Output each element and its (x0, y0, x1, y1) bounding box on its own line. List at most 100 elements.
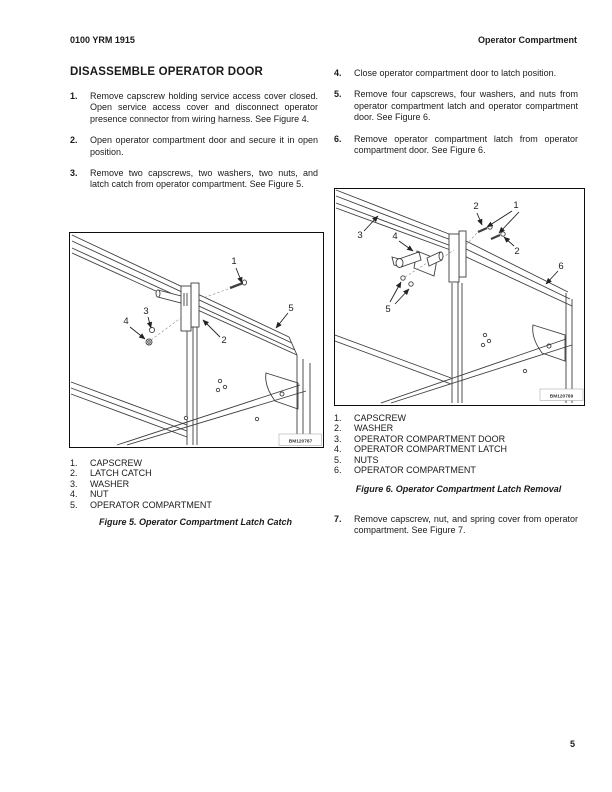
callout-number: 3 (357, 230, 362, 241)
figure6-caption: Figure 6. Operator Compartment Latch Rem… (355, 484, 562, 494)
part-label: LATCH CATCH (90, 468, 152, 479)
step-number: 2. (70, 135, 78, 146)
callout-number: 4 (392, 231, 397, 242)
figure5-image: 1 5 3 4 2 BM120787 (69, 232, 324, 448)
callout-number: 2 (221, 335, 226, 346)
part-label: CAPSCREW (90, 458, 143, 468)
parts-list-item: 6. OPERATOR COMPARTMENT (334, 465, 578, 475)
parts-list-item: 4. OPERATOR COMPARTMENT LATCH (334, 444, 578, 454)
part-label: OPERATOR COMPARTMENT (90, 499, 212, 510)
step-number: 4. (334, 68, 342, 78)
callout-arrow (202, 319, 221, 338)
part-number: 1. (70, 458, 78, 468)
parts-list-item: 5. NUTS (334, 455, 578, 465)
callout-arrow (545, 270, 559, 285)
step-text: Remove four capscrews, four washers, and… (354, 89, 578, 123)
part-number: 4. (70, 489, 78, 500)
part-number: 6. (334, 465, 342, 476)
part-number: 5. (334, 454, 342, 465)
part-number: 1. (334, 413, 342, 423)
step-text: Open operator compartment door and secur… (90, 135, 318, 157)
latch-catch (155, 282, 200, 332)
image-id-box (278, 433, 322, 446)
parts-list-item: 1. CAPSCREW (70, 458, 318, 468)
fasteners (145, 279, 260, 422)
callout-number: 6 (558, 261, 563, 272)
part-label: NUTS (354, 454, 379, 465)
part-label: CAPSCREW (354, 413, 407, 423)
part-label: WASHER (90, 478, 130, 489)
figure5-parts-list: 1. CAPSCREW 2. LATCH CATCH 3. WASHER 4. … (70, 458, 318, 510)
image-id-label: BM120787 (289, 439, 313, 445)
parts-list-item: 2. WASHER (334, 423, 578, 433)
procedure-step-2: 2. Open operator compartment door and se… (70, 135, 318, 158)
callout-number: 5 (385, 304, 390, 315)
header-section-title: Operator Compartment (477, 35, 577, 45)
page-title: DISASSEMBLE OPERATOR DOOR (70, 66, 264, 78)
compartment-frame (335, 189, 573, 404)
callout-arrow (398, 240, 414, 252)
callout-arrow (363, 215, 379, 232)
figure5-drawing: 1 5 3 4 2 BM120787 (70, 234, 322, 446)
figure6-parts-list: 1. CAPSCREW 2. WASHER 3. OPERATOR COMPAR… (334, 413, 578, 475)
callout-number: 1 (513, 200, 518, 211)
callout-arrow (146, 316, 153, 329)
figure6-drawing: 3 4 2 1 2 5 6 BM120789 (335, 189, 584, 404)
part-label: WASHER (354, 423, 394, 434)
step-text: Remove two capscrews, two washers, two n… (90, 168, 318, 190)
assembly-axis-lines (404, 232, 478, 278)
compartment-frame (70, 234, 311, 446)
step-number: 5. (334, 89, 342, 100)
figure5-caption: Figure 5. Operator Compartment Latch Cat… (98, 517, 293, 527)
callout-arrow (275, 312, 289, 329)
right-column: 4. Close operator compartment door to la… (334, 68, 578, 166)
step-number: 3. (70, 168, 78, 179)
callout-arrow (476, 212, 483, 226)
part-label: OPERATOR COMPARTMENT DOOR (354, 433, 506, 444)
step-text: Remove operator compartment latch from o… (354, 133, 578, 156)
part-number: 2. (70, 468, 78, 479)
part-label: OPERATOR COMPARTMENT LATCH (354, 444, 508, 455)
part-number: 2. (334, 423, 342, 434)
image-id-label: BM120789 (550, 394, 574, 400)
page-number: 5 (569, 739, 575, 749)
callout-arrow (129, 326, 146, 340)
parts-list-item: 1. CAPSCREW (334, 413, 578, 423)
part-label: NUT (90, 489, 109, 500)
procedure-step-5: 5. Remove four capscrews, four washers, … (334, 89, 578, 123)
step-number: 7. (334, 514, 342, 524)
parts-list-item: 2. LATCH CATCH (70, 468, 318, 478)
procedure-step-1: 1. Remove capscrew holding service acces… (70, 91, 318, 125)
assembly-axis-lines (150, 288, 229, 341)
parts-list-item: 5. OPERATOR COMPARTMENT (70, 500, 318, 510)
step-number: 6. (334, 133, 342, 144)
part-number: 3. (334, 433, 342, 444)
callout-number: 5 (288, 303, 293, 314)
callout-arrow (394, 288, 410, 305)
part-number: 4. (334, 444, 342, 455)
latch-mount-plate (448, 230, 467, 283)
callout-arrow (486, 210, 513, 228)
step-text: Remove capscrew, nut, and spring cover f… (354, 514, 578, 536)
parts-list-item: 3. WASHER (70, 479, 318, 489)
step-text: Remove capscrew holding service access c… (90, 91, 318, 124)
part-number: 5. (70, 499, 78, 510)
callout-arrow (235, 267, 243, 284)
callout-number: 1 (231, 256, 236, 267)
parts-list-item: 4. NUT (70, 489, 318, 499)
callout-number: 2 (514, 246, 519, 257)
callout-arrow (498, 211, 520, 234)
callout-arrow (389, 281, 402, 303)
callout-arrows (363, 210, 559, 305)
procedure-step-4: 4. Close operator compartment door to la… (334, 68, 578, 79)
callout-number: 3 (143, 306, 148, 317)
procedure-step-3: 3. Remove two capscrews, two washers, tw… (70, 168, 318, 191)
latch-assembly (391, 250, 444, 277)
left-column: 1. Remove capscrew holding service acces… (70, 91, 318, 201)
procedure-step-6: 6. Remove operator compartment latch fro… (334, 134, 578, 157)
image-id-box (539, 388, 584, 401)
callout-number: 4 (123, 316, 128, 327)
step-number: 1. (70, 91, 78, 101)
callout-arrows (129, 267, 289, 340)
